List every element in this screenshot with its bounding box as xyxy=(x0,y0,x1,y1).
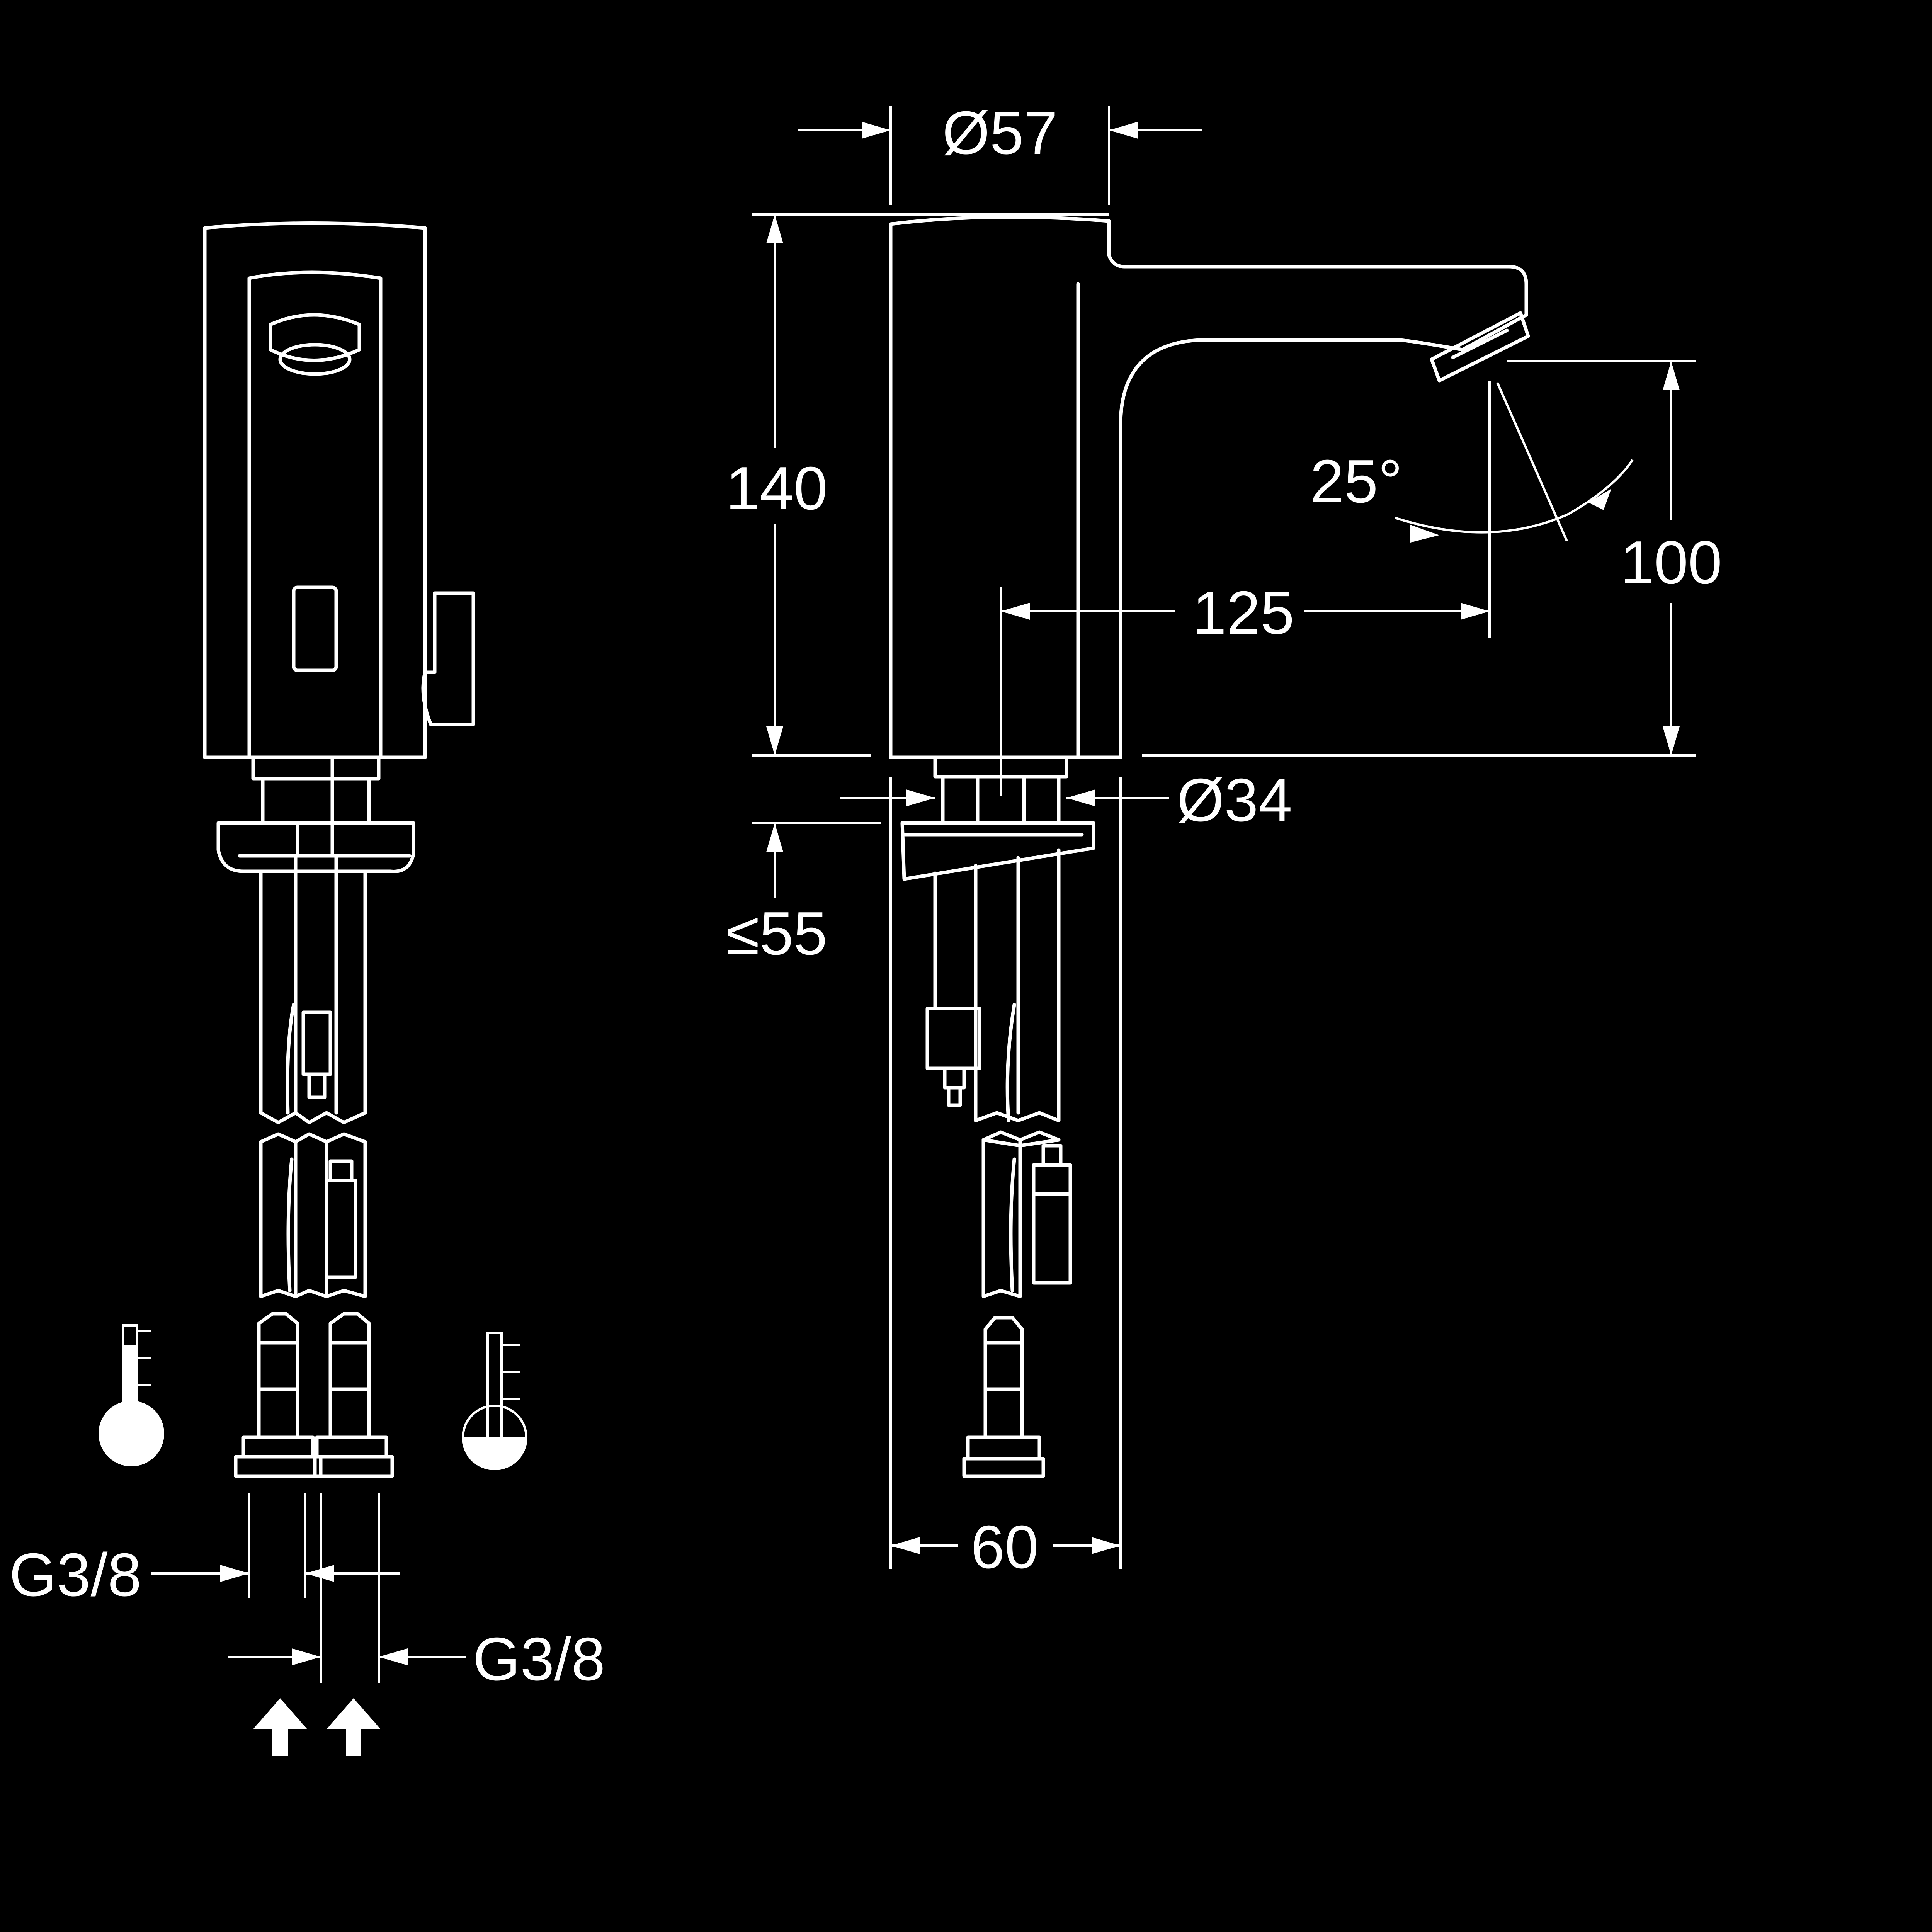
side-view xyxy=(752,106,1696,1569)
dim-diameter-top: Ø57 xyxy=(942,99,1058,167)
dim-angle: 25° xyxy=(1310,447,1403,515)
side-mounting-plate xyxy=(900,821,1095,881)
front-plug-lower xyxy=(328,1159,354,1182)
mounting-plate xyxy=(216,821,415,873)
side-lever xyxy=(421,591,475,726)
dim-spout-height: 100 xyxy=(1620,529,1722,597)
thermometer-hot-icon xyxy=(99,1324,164,1466)
dim-deck-thickness: ≤55 xyxy=(726,900,827,968)
sensor-window xyxy=(292,585,338,672)
supply-arrow-up-icon xyxy=(253,1698,381,1756)
side-plug-lower xyxy=(1041,1144,1063,1167)
dim-connection-left: G3/8 xyxy=(9,1541,142,1609)
side-body xyxy=(889,215,1528,759)
dim-connection-right: G3/8 xyxy=(473,1625,605,1693)
dim-height-total: 140 xyxy=(726,454,828,522)
front-body xyxy=(203,221,427,759)
aerator-ring xyxy=(269,313,361,362)
front-plug-upper xyxy=(301,1010,332,1076)
side-aerator xyxy=(1430,311,1530,383)
side-plug-upper xyxy=(925,1007,981,1070)
fitting-hot xyxy=(234,1312,323,1478)
dim-spout-reach: 125 xyxy=(1192,579,1294,647)
front-shank xyxy=(251,755,381,781)
front-panel xyxy=(247,270,383,759)
front-view xyxy=(99,221,527,1756)
front-hoses-upper xyxy=(259,869,367,1124)
aerator-outlet xyxy=(278,343,352,376)
front-hoses-lower xyxy=(259,1132,367,1298)
fitting-cold xyxy=(313,1312,394,1478)
thermometer-cold-icon xyxy=(462,1332,527,1470)
dim-body-depth: 60 xyxy=(971,1513,1039,1581)
side-fitting xyxy=(962,1316,1045,1478)
dim-diameter-base: Ø34 xyxy=(1177,766,1293,834)
